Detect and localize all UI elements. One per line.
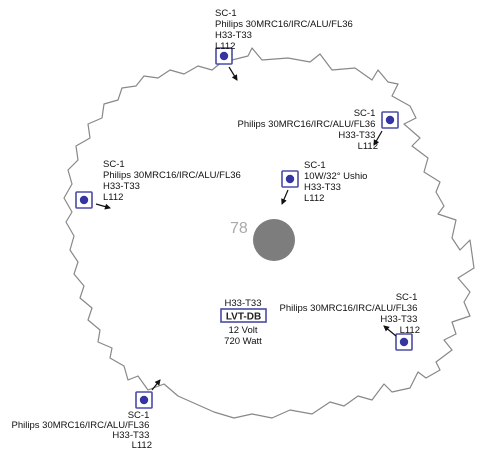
center-disc <box>253 219 295 261</box>
fixture-dot <box>385 115 395 125</box>
fixture-dot <box>139 395 149 405</box>
aim-arrow <box>281 189 289 205</box>
fixture-dot <box>399 337 409 347</box>
fixture-f3: SC-1 Philips 30MRC16/IRC/ALU/FL36 H33-T3… <box>75 159 243 210</box>
fixture-f5: SC-1 Philips 30MRC16/IRC/ALU/FL36 H33-T3… <box>280 292 420 351</box>
power-unit-circuit: H33-T33 <box>225 298 262 309</box>
aim-arrow <box>151 379 161 391</box>
fixture-f4: SC-1 10W/32° Ushio H33-T33 L112 <box>281 160 370 205</box>
fixture-label: SC-1 Philips 30MRC16/IRC/ALU/FL36 H33-T3… <box>12 410 152 451</box>
fixture-f6: SC-1 Philips 30MRC16/IRC/ALU/FL36 H33-T3… <box>12 379 161 451</box>
fixture-f1: SC-1 Philips 30MRC16/IRC/ALU/FL36 H33-T3… <box>215 8 355 81</box>
fixture-dot <box>219 51 229 61</box>
fixture-f2: SC-1 Philips 30MRC16/IRC/ALU/FL36 H33-T3… <box>238 108 399 152</box>
center-number: 78 <box>230 220 248 237</box>
power-unit-voltage: 12 Volt <box>228 325 257 336</box>
canopy-outline <box>63 47 475 419</box>
fixture-label: SC-1 Philips 30MRC16/IRC/ALU/FL36 H33-T3… <box>280 292 420 336</box>
fixture-label: SC-1 10W/32° Ushio H33-T33 L112 <box>304 160 370 204</box>
aim-arrow <box>228 66 238 81</box>
power-unit-box[interactable] <box>220 308 267 323</box>
fixture-dot <box>285 174 295 184</box>
aim-arrow <box>95 203 111 210</box>
aim-arrow <box>383 325 397 337</box>
power-unit-label: LVT-DB <box>226 312 261 323</box>
fixture-label: SC-1 Philips 30MRC16/IRC/ALU/FL36 H33-T3… <box>103 159 243 203</box>
aim-arrow <box>373 130 383 146</box>
power-unit: H33-T33 LVT-DB 12 Volt 720 Watt <box>220 298 267 347</box>
fixture-label: SC-1 Philips 30MRC16/IRC/ALU/FL36 H33-T3… <box>238 108 378 152</box>
power-unit-wattage: 720 Watt <box>224 336 262 347</box>
fixture-label: SC-1 Philips 30MRC16/IRC/ALU/FL36 H33-T3… <box>215 8 355 52</box>
fixture-dot <box>79 195 89 205</box>
